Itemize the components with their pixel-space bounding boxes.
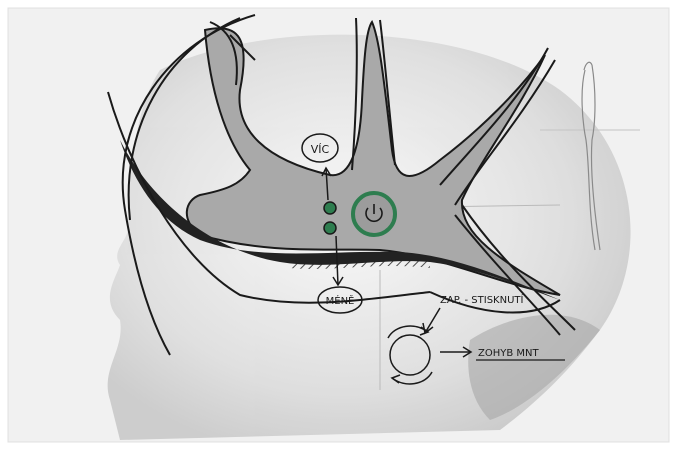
less-label: MÉNĚ [326, 294, 355, 307]
plus-dot-icon[interactable] [324, 202, 336, 214]
minus-dot-icon[interactable] [324, 222, 336, 234]
on-off-label: ZAP. - STISKNUTÍ [440, 293, 524, 306]
rotate-label: ZOHYB MNT [478, 348, 539, 359]
more-label: VÍC [311, 143, 330, 156]
